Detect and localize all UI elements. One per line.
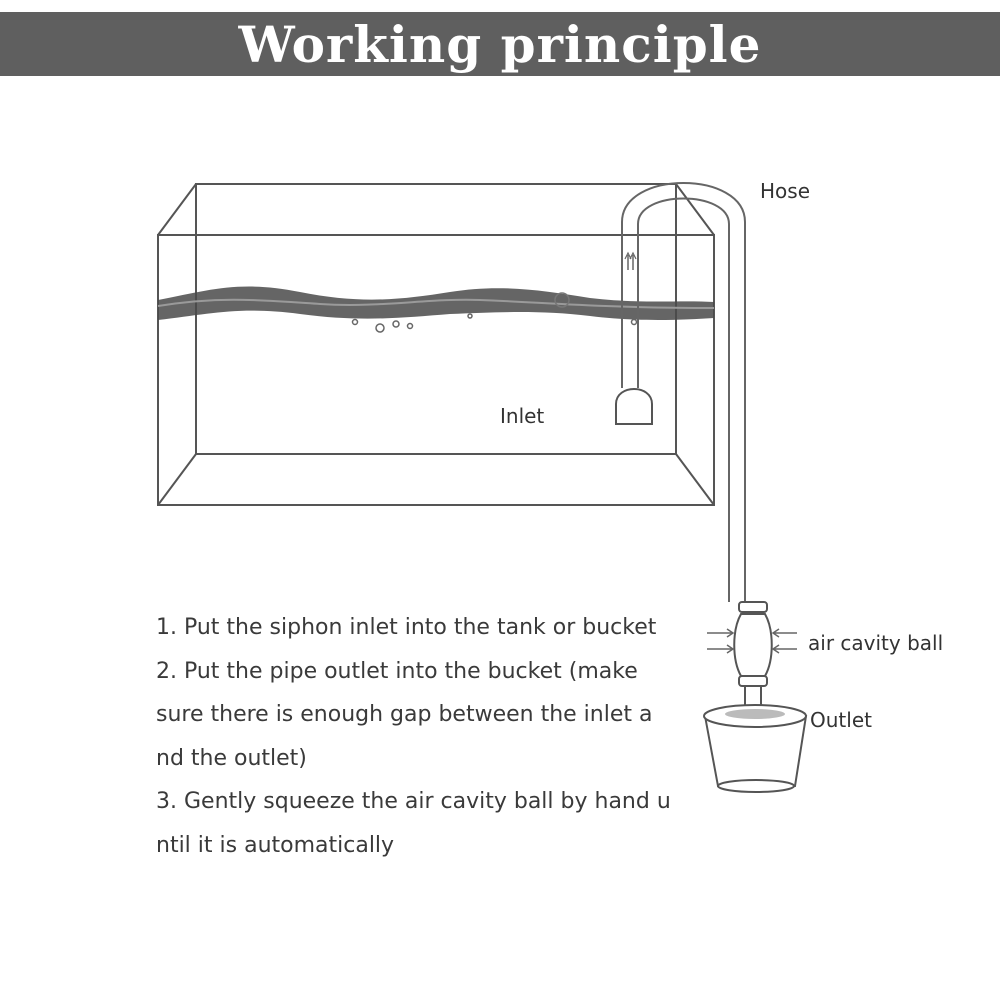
outlet-label: Outlet [810,708,872,732]
air-cavity-ball [733,601,773,706]
arrow-right-top-icon [707,628,735,638]
hose-outer-wall [621,182,746,602]
squeeze-arrows [707,628,797,654]
tank-edge-bottom-right [675,453,715,506]
instruction-line: sure there is enough gap between the inl… [156,702,653,727]
tank-edge-bottom-left [157,453,197,506]
hose-inner-wall [637,197,730,602]
inlet-nozzle [615,388,653,425]
outlet-bucket [703,704,808,793]
instruction-line: 3. Gently squeeze the air cavity ball by… [156,789,671,814]
arrow-left-top-icon [771,628,797,638]
tank-edge-top-left [157,183,197,236]
hose-label: Hose [760,179,810,203]
instruction-line: 1. Put the siphon inlet into the tank or… [156,615,657,640]
inlet-label: Inlet [500,404,545,428]
arrow-left-bottom-icon [771,644,797,654]
water-surface [157,286,715,333]
aquarium-tank [157,183,715,506]
tank-front-face [157,234,715,506]
page-title: Working principle [238,14,762,74]
instruction-line: 2. Put the pipe outlet into the bucket (… [156,658,638,684]
instruction-line: nd the outlet) [156,745,307,771]
title-bar: Working principle [0,12,1000,76]
siphon-hose [621,182,746,602]
instructions: 1. Put the siphon inlet into the tank or… [156,606,676,867]
arrow-right-bottom-icon [707,644,735,654]
air-cavity-ball-label: air cavity ball [808,631,944,655]
tank-edge-top-right [675,183,715,236]
instruction-line: ntil it is automatically [156,832,395,858]
tank-back-face [195,183,677,455]
